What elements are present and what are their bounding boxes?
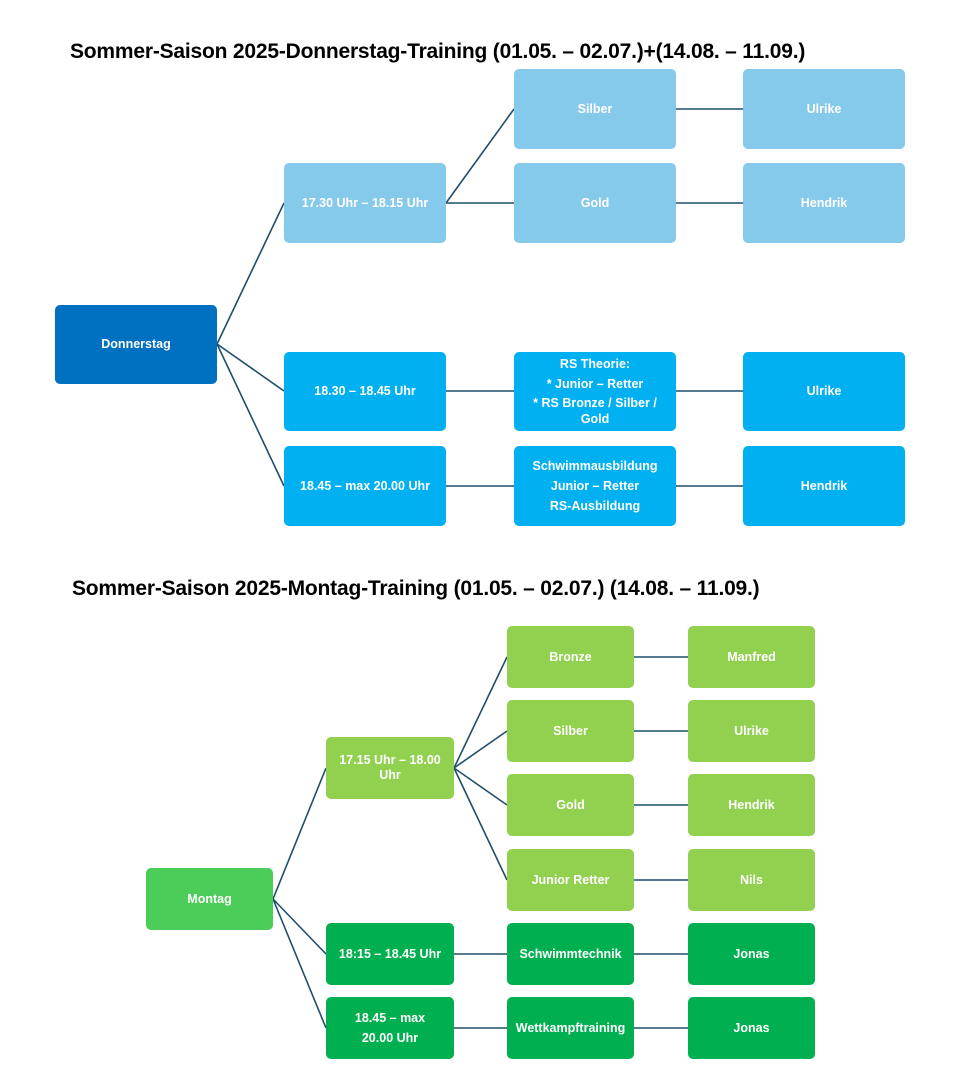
montag-group-gold: Gold (507, 774, 634, 836)
donnerstag-time-node-2: 18.30 – 18.45 Uhr (284, 352, 446, 431)
montag-group-junior-label: Junior Retter (531, 872, 610, 887)
montag-trainer-4: Nils (688, 849, 815, 911)
donnerstag-time-label-1: 17.30 Uhr – 18.15 Uhr (301, 195, 429, 210)
montag-group-silber: Silber (507, 700, 634, 762)
montag-trainer-6: Jonas (688, 997, 815, 1059)
donnerstag-trainer-3-label: Ulrike (806, 384, 842, 399)
montag-trainer-4-label: Nils (740, 872, 763, 887)
donnerstag-time-node-1: 17.30 Uhr – 18.15 Uhr (284, 163, 446, 243)
montag-time-label-1: 17.15 Uhr – 18.00 Uhr (339, 753, 441, 782)
montag-time-3-line-2: 20.00 Uhr (361, 1031, 419, 1045)
schwimm-line-2: Junior – Retter (550, 478, 640, 493)
montag-group-junior-retter: Junior Retter (507, 849, 634, 911)
rs-theorie-line-3: * RS Bronze / Silber / Gold (533, 396, 657, 426)
montag-time-3-line-1: 18.45 – max (354, 1010, 426, 1025)
donnerstag-trainer-4: Hendrik (743, 446, 905, 526)
montag-time-node-1: 17.15 Uhr – 18.00 Uhr (326, 737, 454, 799)
montag-time-node-2: 18:15 – 18.45 Uhr (326, 923, 454, 985)
montag-group-bronze-label: Bronze (549, 649, 592, 664)
montag-root-node: Montag (146, 868, 273, 930)
donnerstag-group-schwimmausbildung: Schwimmausbildung Junior – Retter RS-Aus… (514, 446, 676, 526)
rs-theorie-line-2: * Junior – Retter (546, 376, 644, 391)
donnerstag-time-label-2: 18.30 – 18.45 Uhr (314, 384, 416, 399)
schwimm-line-1: Schwimmausbildung (532, 458, 658, 473)
donnerstag-group-silber: Silber (514, 69, 676, 149)
donnerstag-time-label-3: 18.45 – max 20.00 Uhr (300, 478, 430, 493)
montag-title: Sommer-Saison 2025-Montag-Training (01.0… (72, 577, 760, 600)
montag-trainer-5-label: Jonas (733, 946, 770, 961)
montag-trainer-2: Ulrike (688, 700, 815, 762)
montag-trainer-3: Hendrik (688, 774, 815, 836)
donnerstag-group-gold-label: Gold (580, 195, 610, 210)
donnerstag-group-silber-label: Silber (577, 101, 613, 116)
montag-group-wettkampf-label: Wettkampftraining (515, 1020, 626, 1035)
montag-trainer-3-label: Hendrik (728, 797, 775, 812)
donnerstag-root-label: Donnerstag (101, 337, 171, 352)
montag-trainer-6-label: Jonas (733, 1020, 770, 1035)
montag-time-label-2: 18:15 – 18.45 Uhr (338, 946, 442, 961)
donnerstag-trainer-3: Ulrike (743, 352, 905, 431)
donnerstag-group-gold: Gold (514, 163, 676, 243)
montag-root-label: Montag (187, 891, 232, 906)
montag-group-schwimmtechnik: Schwimmtechnik (507, 923, 634, 985)
donnerstag-title: Sommer-Saison 2025-Donnerstag-Training (… (70, 40, 806, 63)
schwimm-line-3: RS-Ausbildung (549, 499, 641, 514)
donnerstag-root-node: Donnerstag (55, 305, 217, 384)
montag-time-node-3: 18.45 – max 20.00 Uhr (326, 997, 454, 1059)
donnerstag-trainer-2: Hendrik (743, 163, 905, 243)
donnerstag-group-rs-theorie: RS Theorie: * Junior – Retter * RS Bronz… (514, 352, 676, 431)
montag-trainer-2-label: Ulrike (734, 723, 769, 738)
montag-group-gold-label: Gold (556, 797, 585, 812)
donnerstag-trainer-1: Ulrike (743, 69, 905, 149)
donnerstag-time-node-3: 18.45 – max 20.00 Uhr (284, 446, 446, 526)
rs-theorie-line-1: RS Theorie: (559, 356, 631, 371)
montag-group-wettkampftraining: Wettkampftraining (507, 997, 634, 1059)
montag-group-silber-label: Silber (553, 723, 588, 738)
donnerstag-trainer-4-label: Hendrik (800, 478, 848, 493)
montag-group-technik-label: Schwimmtechnik (519, 946, 622, 961)
montag-trainer-5: Jonas (688, 923, 815, 985)
montag-trainer-1: Manfred (688, 626, 815, 688)
montag-group-bronze: Bronze (507, 626, 634, 688)
donnerstag-trainer-2-label: Hendrik (800, 195, 848, 210)
donnerstag-trainer-1-label: Ulrike (806, 101, 842, 116)
montag-trainer-1-label: Manfred (727, 649, 776, 664)
